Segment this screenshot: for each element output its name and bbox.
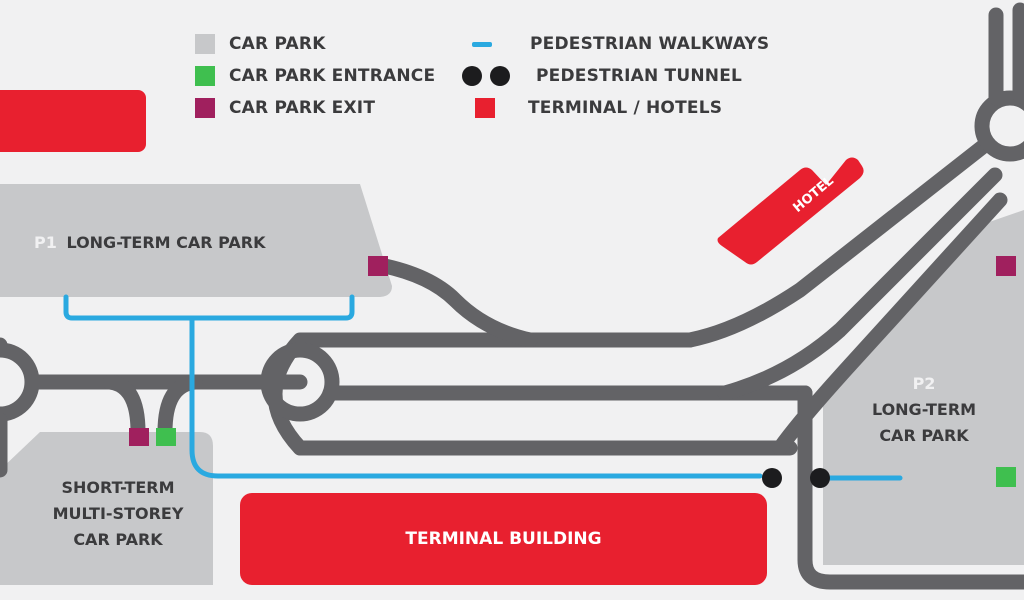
terminal-block-top-left[interactable] — [0, 90, 146, 152]
diagonal-road-outer — [682, 137, 993, 348]
p2-exit-marker — [996, 256, 1016, 276]
walkway-to-terminal — [189, 315, 763, 479]
short-term-line1: SHORT-TERM — [61, 478, 175, 497]
pedestrian-tunnel-dot-2 — [810, 468, 830, 488]
diagonal-road-middle — [717, 167, 1003, 401]
legend-car-park-exit: CAR PARK EXIT — [195, 98, 375, 118]
top-right-roundabout — [974, 90, 1024, 162]
p2-entrance-marker — [996, 467, 1016, 487]
short-term-access-road-a — [102, 374, 146, 440]
short-term-entrance-marker — [156, 428, 176, 446]
car-park-entrance-swatch — [195, 66, 215, 86]
legend-pedestrian-walkways: PEDESTRIAN WALKWAYS — [472, 34, 769, 54]
short-term-line2: MULTI-STOREY — [52, 504, 184, 523]
legend-pedestrian-walkways-label: PEDESTRIAN WALKWAYS — [530, 34, 770, 54]
terminal-building-label: TERMINAL BUILDING — [405, 529, 602, 549]
tunnel-dot-icon — [490, 66, 510, 86]
p2-label: P2 LONG-TERM CAR PARK — [857, 371, 991, 449]
p2-line2: CAR PARK — [879, 426, 969, 445]
legend-pedestrian-tunnel: PEDESTRIAN TUNNEL — [462, 66, 742, 86]
p2-west-road — [797, 385, 1024, 590]
legend-car-park: CAR PARK — [195, 34, 326, 54]
p1-code: P1 — [34, 233, 57, 252]
short-term-line3: CAR PARK — [73, 530, 163, 549]
legend-car-park-entrance: CAR PARK ENTRANCE — [195, 66, 435, 86]
short-term-car-park-area[interactable] — [0, 432, 213, 585]
legend-terminal-hotels-label: TERMINAL / HOTELS — [528, 98, 723, 118]
pedestrian-tunnel-swatch — [462, 66, 518, 86]
p1-exit-marker — [368, 256, 388, 276]
terminal-building-block[interactable] — [240, 493, 767, 585]
pedestrian-walkway-swatch — [472, 41, 492, 47]
p1-exit-road — [372, 257, 538, 348]
legend-car-park-exit-label: CAR PARK EXIT — [229, 98, 376, 118]
walkway-p1-loop — [63, 294, 355, 321]
p1-label: P1 LONG-TERM CAR PARK — [34, 230, 266, 256]
tunnel-dot-icon — [462, 66, 482, 86]
p2-line1: LONG-TERM — [871, 400, 977, 419]
short-term-exit-marker — [129, 428, 149, 446]
pedestrian-tunnel-dot-1 — [762, 468, 782, 488]
terminal-hotels-swatch — [475, 98, 495, 118]
hotel-block[interactable] — [717, 157, 864, 265]
p1-name: LONG-TERM CAR PARK — [66, 233, 266, 252]
legend-car-park-entrance-label: CAR PARK ENTRANCE — [229, 66, 436, 86]
car-park-exit-swatch — [195, 98, 215, 118]
legend-car-park-label: CAR PARK — [229, 34, 326, 54]
left-connector-road — [0, 337, 308, 390]
p2-code: P2 — [912, 374, 936, 393]
pedestrian-walkways — [63, 294, 903, 481]
short-term-label: SHORT-TERM MULTI-STOREY CAR PARK — [28, 475, 208, 553]
legend-terminal-hotels: TERMINAL / HOTELS — [475, 98, 722, 118]
p1-long-term-car-park-area[interactable] — [0, 184, 392, 297]
legend-pedestrian-tunnel-label: PEDESTRIAN TUNNEL — [536, 66, 743, 86]
car-park-swatch — [195, 34, 215, 54]
